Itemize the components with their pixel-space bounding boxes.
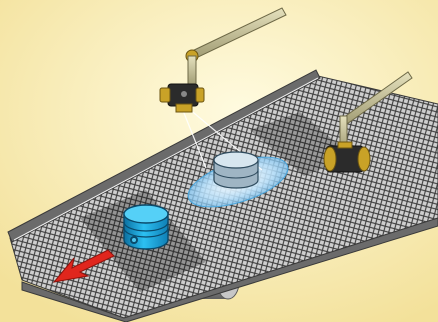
piston-part-under-inspection	[214, 152, 258, 188]
piston-part-on-belt	[124, 205, 168, 249]
